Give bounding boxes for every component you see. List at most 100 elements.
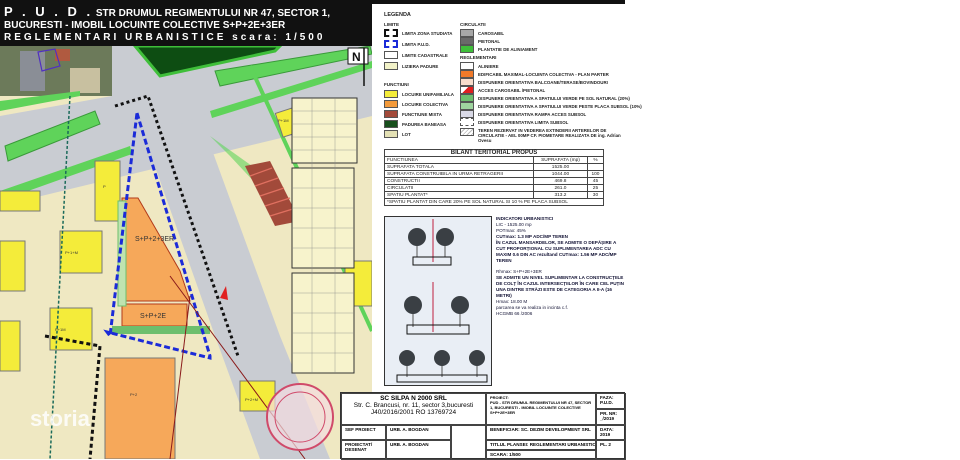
- building-label: P+1+M: [65, 250, 78, 255]
- tree-icon: [434, 350, 450, 377]
- building-label: P+1M: [55, 327, 66, 332]
- legend-section-title: FUNCTIUNI: [384, 82, 409, 87]
- legend-item: CAROSABIL: [460, 29, 504, 37]
- stamp-seal: [266, 383, 334, 451]
- legend-swatch: [384, 29, 398, 37]
- tree-icon: [404, 296, 422, 327]
- company-address: Str. C. Brancusi, nr. 11, sector 3,bucur…: [353, 402, 474, 409]
- legend-swatch: [460, 62, 474, 70]
- svg-text:N: N: [352, 50, 361, 64]
- legend-item: PADUREA BANEASA: [384, 120, 446, 128]
- tree-icon: [436, 228, 454, 257]
- sheet-number: PL. 2: [596, 440, 626, 460]
- building-label: P+2: [130, 392, 138, 397]
- legend-item: LIMITA P.U.D.: [384, 40, 430, 48]
- drawing-subtitle: REGLEMENTARI URBANISTICE scara: 1/500: [4, 32, 326, 43]
- legend-item: PLANTATIE DE ALINIAMENT: [460, 45, 537, 53]
- table-row: SUPRAFATA CONSTRUIBILA IN URMA RETRAGERI…: [383, 170, 605, 178]
- project-name: PUD - STR DRUMUL REGIMENTULUI NR 47, SEC…: [490, 400, 592, 415]
- forest-area: [133, 46, 283, 78]
- project-chief: URB. A. BOGDAN: [386, 425, 451, 440]
- building-label: S+P+2+3ER: [135, 236, 174, 243]
- legend-swatch: [460, 128, 474, 136]
- legend-swatch: [460, 37, 474, 45]
- legend-item: TEREN REZERVAT IN VEDEREA EXTINDERII ART…: [460, 128, 622, 143]
- building-label: P: [103, 184, 106, 189]
- north-arrow-icon: N: [347, 47, 369, 86]
- legend-item: LOCUIRE COLECTIVA: [384, 100, 448, 108]
- legend-item: LIZIERA PADURE: [384, 62, 438, 70]
- company-name: SC SILPA N 2000 SRL: [380, 395, 447, 402]
- sheet-title: TITLUL PLANSEI: REGLEMENTARI URBANISTICE: [486, 440, 596, 450]
- legend-swatch: [460, 78, 474, 86]
- legend-item: DISPUNERE ORIENTATIVA RAMPA ACCES SUBSOL: [460, 110, 586, 118]
- access-arrow-icon: [220, 286, 228, 300]
- legend-swatch: [460, 118, 474, 126]
- legend-swatch: [460, 29, 474, 37]
- pud-label: P . U . D .: [4, 4, 94, 19]
- storia-watermark: storia: [30, 406, 90, 431]
- legend-item: DISPUNERE ORIENTATIVA BALCOANE/TERASE/BO…: [460, 78, 608, 86]
- legend-item: DISPUNERE ORIENTATIVA A SPATIULUI VERDE …: [460, 94, 630, 102]
- urban-indicators: INDICATORI URBANISTICI LIC - 1525.00 mp …: [496, 216, 624, 316]
- legend-panel: LEGENDA LIMITE LIMITA ZONA STUDIATA LIMI…: [372, 4, 642, 459]
- building-label: P+1M: [278, 118, 289, 123]
- beneficiary: SC. DEZIM DEVELOPMENT SRL: [520, 427, 591, 432]
- pud-limit: [103, 112, 212, 360]
- access-swatch: [460, 86, 474, 94]
- legend-swatch: [384, 110, 398, 118]
- legend-item: LIMITA ZONA STUDIATA: [384, 29, 452, 37]
- coordinates-table: [291, 97, 358, 164]
- road-diagonal: [130, 76, 330, 459]
- collective-housing-plot: [104, 357, 176, 459]
- project-address: STR DRUMUL REGIMENTULUI NR 47, SECTOR 1,…: [4, 8, 330, 31]
- table-title: BILANT TERITORIAL PROPUS: [384, 149, 604, 157]
- legend-item: LOT: [384, 130, 411, 138]
- legend-swatch: [460, 110, 474, 118]
- legend-swatch: [384, 120, 398, 128]
- legend-swatch: [384, 51, 398, 59]
- legend-swatch: [384, 130, 398, 138]
- legend-item: DISPUNERE ORIENTATIVA A SPATIULUI VERDE …: [460, 102, 642, 110]
- legend-section-title: CIRCULATII: [460, 22, 486, 27]
- legend-item: PIETONAL: [460, 37, 500, 45]
- legend-item: LIMITE CADASTRALE: [384, 51, 448, 59]
- legend-item: LOCUIRE UNIFAMILIALA: [384, 90, 454, 98]
- tree-icon: [451, 296, 469, 327]
- legend-swatch: [460, 94, 474, 102]
- title-bar: P . U . D . STR DRUMUL REGIMENTULUI NR 4…: [0, 4, 372, 46]
- tree-icon: [408, 228, 426, 257]
- legend-item: DISPUNERE ORIENTATIVA LIMITA SUBSOL: [460, 118, 568, 126]
- legend-item: FUNCTIUNE MIXTA: [384, 110, 442, 118]
- street-cross-sections: [384, 216, 492, 386]
- legend-swatch: [384, 90, 398, 98]
- legend-swatch: [384, 62, 398, 70]
- studied-zone-limit: [114, 94, 240, 357]
- title-block: SC SILPA N 2000 SRL Str. C. Brancusi, nr…: [340, 392, 626, 460]
- legend-section-title: LIMITE: [384, 22, 400, 27]
- legend-swatch: [460, 70, 474, 78]
- site-plan-map: N S+P+2+3ER S+P+2E P+1+M P+1M P+2 P+1M P…: [0, 46, 372, 459]
- legend-swatch: [460, 102, 474, 110]
- tree-icon: [469, 350, 485, 377]
- legend-swatch: [384, 100, 398, 108]
- building-label: P+2+M: [245, 397, 258, 402]
- legend-item: ACCES CAROSABIL /PIETONAL: [460, 86, 545, 94]
- tree-icon: [399, 350, 415, 377]
- legend-section-title: REGLEMENTARI: [460, 55, 497, 60]
- legend-item: EDIFICABIL MAXIMAL-LOCUINTA COLECTIVA - …: [460, 70, 609, 78]
- scale: SCARA: 1/500: [486, 450, 596, 460]
- legend-item: ALINIERE: [460, 62, 499, 70]
- table-note: *SPATIU PLANTAT DIN CARE 20% PE SOL NATU…: [384, 198, 604, 206]
- legend-title: LEGENDA: [384, 12, 411, 18]
- designer: URB. A. BOGDAN: [386, 440, 451, 460]
- plan-sheet: N S+P+2+3ER S+P+2E P+1+M P+1M P+2 P+1M P…: [0, 0, 642, 460]
- legend-swatch: [460, 45, 474, 53]
- mixed-function-plot: [245, 161, 300, 226]
- company-registration: J40/2016/2001 RO 13769724: [370, 409, 457, 416]
